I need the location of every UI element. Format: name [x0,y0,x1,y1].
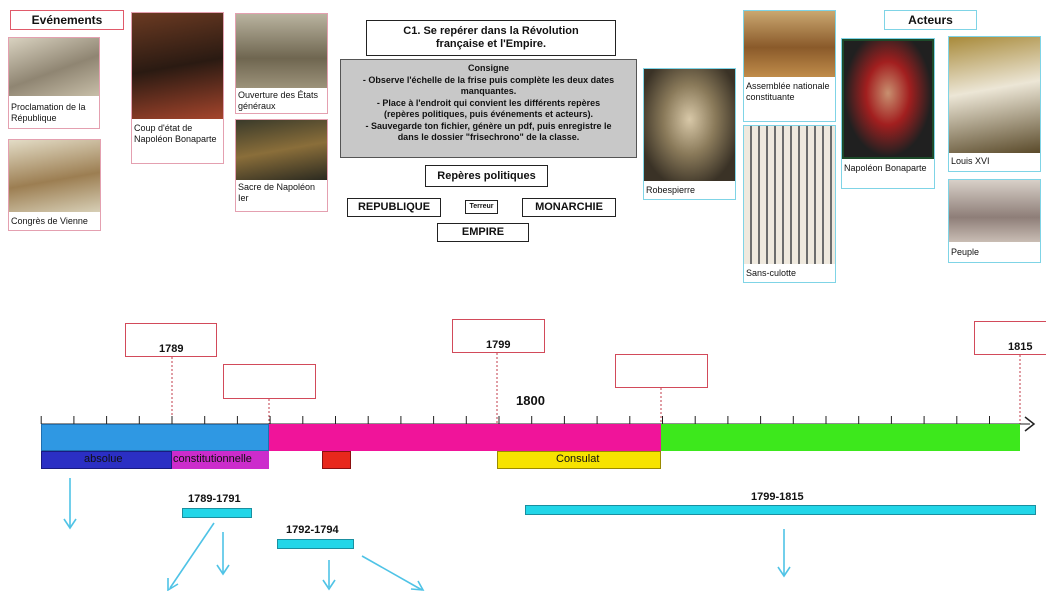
arrow-line [361,555,423,591]
actor-label: Robespierre [646,185,696,195]
peuple-image [949,180,1040,242]
title-line-2: française et l'Empire. [435,38,547,50]
empire-label[interactable]: EMPIRE [437,223,529,242]
arrow-down-icon [216,564,230,576]
monarchie-label[interactable]: MONARCHIE [522,198,616,217]
cyan-arrows [63,478,791,591]
band-absolue [41,451,172,469]
event-label: Coup d'état de Napoléon Bonaparte [134,123,217,144]
page-title: C1. Se repérer dans la Révolution frança… [366,20,616,56]
date-1815: 1815 [1008,341,1033,353]
constitutionnelle-label: constitutionnelle [173,453,252,465]
reperes-title: Repères politiques [425,165,548,187]
consulat-label: Consulat [556,453,600,465]
dotted-connectors [171,353,1021,424]
event-card-coup[interactable]: Coup d'état de Napoléon Bonaparte [131,12,224,164]
arrow-down-icon [167,578,179,591]
actor-label: Peuple [951,247,980,257]
event-label: Congrès de Vienne [11,216,88,226]
date-box-empty-2[interactable] [615,354,708,388]
consigne-box: Consigne - Observe l'échelle de la frise… [340,59,637,158]
terreur-label[interactable]: Terreur [465,200,498,214]
actor-card-assemblee[interactable]: Assemblée nationale constituante [743,10,836,122]
band-republique [269,424,661,451]
date-1799: 1799 [486,339,511,351]
band-empire [661,424,1020,451]
period-bar-1792-1794[interactable] [277,539,354,549]
actor-card-louis[interactable]: Louis XVI [948,36,1041,172]
actor-card-peuple[interactable]: Peuple [948,179,1041,263]
sansculotte-image [744,126,835,264]
robespierre-image [644,69,735,181]
ouverture-image [236,14,327,88]
consigne-heading: Consigne [467,63,509,73]
event-card-proclamation[interactable]: Proclamation de la République [8,37,100,129]
republique-label[interactable]: REPUBLIQUE [347,198,441,217]
band-constitutionnelle [172,451,269,469]
napoleon-image [842,39,934,159]
consigne-line: (repères politiques, puis événements et … [383,109,594,119]
period-bar-1799-1815[interactable] [525,505,1036,515]
period-bar-1789-1791[interactable] [182,508,252,518]
timeline-arrow-icon [1024,416,1036,432]
date-1800: 1800 [516,393,545,408]
assemblee-image [744,11,835,77]
arrow-down-icon [63,518,77,530]
actor-card-napoleon[interactable]: Napoléon Bonaparte [841,38,935,189]
event-label: Proclamation de la République [11,102,86,123]
consigne-line: - Place à l'endroit qui convient les dif… [376,97,601,108]
louis-image [949,37,1040,153]
arrow-down-icon [777,566,791,578]
actor-label: Napoléon Bonaparte [844,163,927,173]
period-label-1799-1815: 1799-1815 [751,491,804,503]
actor-card-robespierre[interactable]: Robespierre [643,68,736,200]
absolue-label: absolue [84,453,123,465]
arrow-line [169,522,215,589]
congres-image [9,140,100,212]
event-label: Sacre de Napoléon Ier [238,182,316,203]
arrow-down-icon [322,579,336,591]
event-label: Ouverture des États généraux [238,90,319,111]
period-label-1792-1794: 1792-1794 [286,524,339,536]
consigne-line: - Observe l'échelle de la frise puis com… [362,74,615,85]
actor-label: Sans-culotte [746,268,797,278]
consigne-line: dans le dossier "frisechrono" de la clas… [397,132,580,142]
band-consulat [497,451,661,469]
evenements-header: Evénements [10,10,124,30]
date-box-empty-1[interactable] [223,364,316,399]
event-card-sacre[interactable]: Sacre de Napoléon Ier [235,119,328,212]
event-card-ouverture[interactable]: Ouverture des États généraux [235,13,328,114]
event-card-congres[interactable]: Congrès de Vienne [8,139,101,231]
sacre-image [236,120,327,180]
band-terreur [322,451,351,469]
consigne-line: manquantes. [460,86,517,96]
proclamation-image [9,38,99,96]
arrow-down-icon [410,580,425,591]
title-line-1: C1. Se repérer dans la Révolution [403,25,579,37]
date-box-1815[interactable] [974,321,1046,355]
coup-image [132,13,223,119]
date-box-1799[interactable] [452,319,545,353]
band-monarchie [41,424,269,451]
date-box-1789[interactable] [125,323,217,357]
consigne-line: - Sauvegarde ton fichier, génère un pdf,… [365,120,612,131]
actor-card-sansculotte[interactable]: Sans-culotte [743,125,836,283]
acteurs-header: Acteurs [884,10,977,30]
period-label-1789-1791: 1789-1791 [188,493,241,505]
actor-label: Louis XVI [951,156,990,166]
actor-label: Assemblée nationale constituante [746,81,830,102]
date-1789: 1789 [159,343,184,355]
timeline-ticks [40,416,990,424]
